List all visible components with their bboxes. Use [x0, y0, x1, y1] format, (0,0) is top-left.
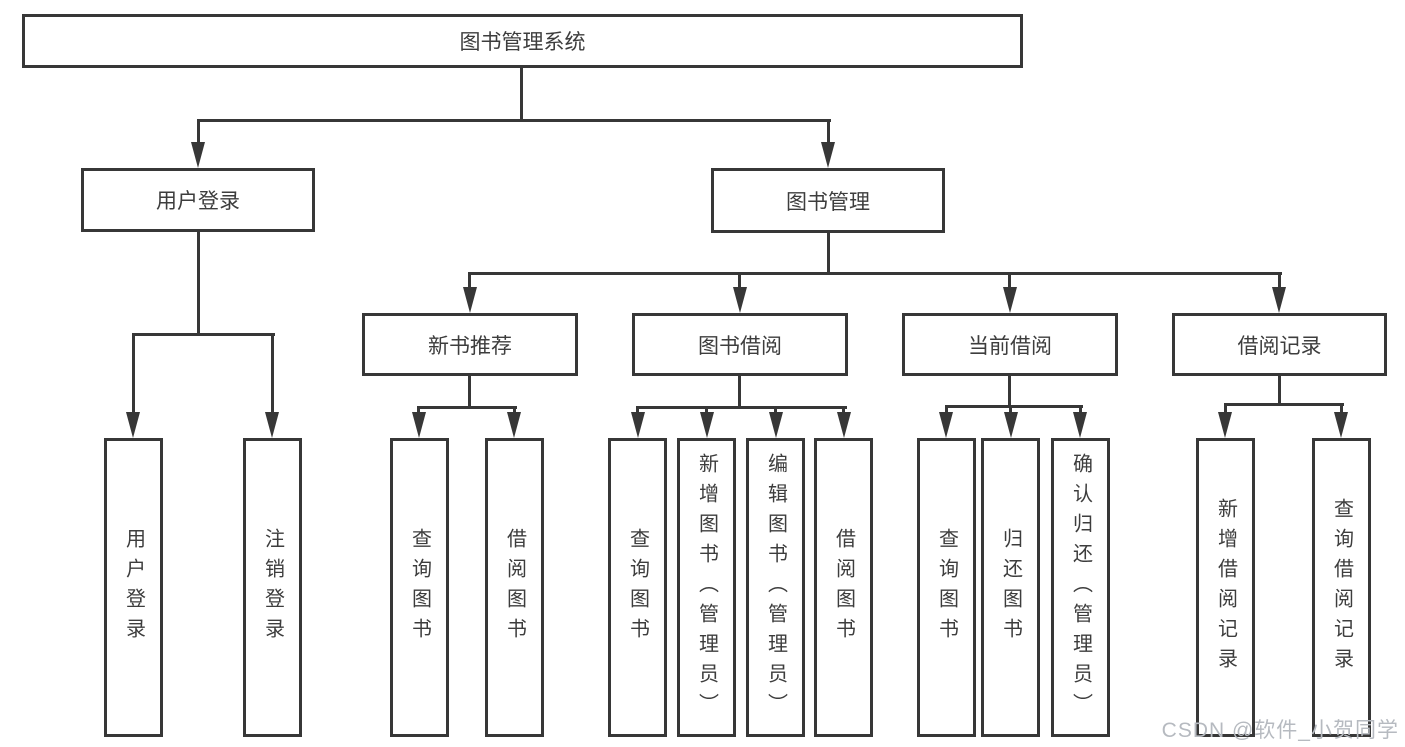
- node-new-book-recommend: 新书推荐: [362, 313, 578, 376]
- node-label: 图书管理系统: [459, 31, 586, 54]
- arrowhead-down-icon: [939, 412, 953, 438]
- arrowhead-down-icon: [1334, 412, 1348, 438]
- connector-stem-book-borrowing: [738, 376, 741, 409]
- connector-bar-book-borrowing: [636, 406, 847, 409]
- watermark-text: CSDN @软件_小贺同学: [1161, 719, 1399, 742]
- connector-drop: [132, 333, 135, 414]
- connector-drop: [1079, 405, 1082, 415]
- node-label: 查询图书: [408, 527, 431, 648]
- node-label: 归还图书: [999, 527, 1022, 648]
- arrowhead-down-icon: [412, 412, 426, 438]
- node-label: 新书推荐: [428, 334, 512, 358]
- connector-stem-current-borrowing: [1008, 376, 1011, 408]
- connector-bar-user-login: [132, 333, 275, 336]
- node-label: 新增借阅记录: [1214, 497, 1237, 678]
- node-leaf-add-borrow-record: 新增借阅记录: [1196, 438, 1255, 737]
- node-system-root: 图书管理系统: [22, 14, 1023, 68]
- connector-drop: [636, 406, 639, 415]
- node-label: 借阅图书: [503, 527, 526, 648]
- node-leaf-query-borrow-record: 查询借阅记录: [1312, 438, 1371, 737]
- arrowhead-down-icon: [700, 412, 714, 438]
- node-leaf-return-books: 归还图书: [981, 438, 1040, 737]
- arrowhead-down-icon: [769, 412, 783, 438]
- node-label: 查询借阅记录: [1330, 497, 1353, 678]
- node-label: 当前借阅: [968, 334, 1052, 358]
- connector-stem-borrowing-records: [1278, 376, 1281, 406]
- connector-bar-root: [197, 119, 831, 122]
- connector-drop: [468, 272, 471, 289]
- arrowhead-down-icon: [1003, 287, 1017, 313]
- connector-drop: [842, 406, 845, 415]
- arrowhead-down-icon: [191, 142, 205, 168]
- node-leaf-borrow-books-2: 借阅图书: [814, 438, 873, 737]
- connector-drop: [1278, 272, 1281, 289]
- node-label: 借阅图书: [832, 527, 855, 648]
- connector-stem-user-login: [197, 232, 200, 336]
- node-label: 查询图书: [626, 527, 649, 648]
- connector-stem-root: [520, 68, 523, 122]
- connector-drop: [1340, 403, 1343, 415]
- arrowhead-down-icon: [837, 412, 851, 438]
- connector-drop: [271, 333, 274, 414]
- node-label: 图书管理: [786, 190, 870, 214]
- node-label: 图书借阅: [698, 334, 782, 358]
- arrowhead-down-icon: [463, 287, 477, 313]
- connector-drop: [945, 405, 948, 415]
- node-leaf-add-books-admin: 新增图书（管理员）: [677, 438, 736, 737]
- connector-drop: [705, 406, 708, 415]
- arrowhead-down-icon: [1004, 412, 1018, 438]
- node-label: 确认归还（管理员）: [1069, 452, 1092, 723]
- arrowhead-down-icon: [733, 287, 747, 313]
- node-label: 用户登录: [122, 527, 145, 648]
- node-label: 编辑图书（管理员）: [764, 452, 787, 723]
- node-book-management: 图书管理: [711, 168, 945, 233]
- node-leaf-query-books-1: 查询图书: [390, 438, 449, 737]
- node-book-borrowing: 图书借阅: [632, 313, 848, 376]
- arrowhead-down-icon: [126, 412, 140, 438]
- connector-drop: [417, 406, 420, 415]
- arrowhead-down-icon: [1218, 412, 1232, 438]
- connector-bar-new-book: [417, 406, 517, 409]
- arrowhead-down-icon: [1073, 412, 1087, 438]
- connector-drop: [513, 406, 516, 415]
- arrowhead-down-icon: [265, 412, 279, 438]
- connector-drop: [827, 119, 830, 144]
- arrowhead-down-icon: [821, 142, 835, 168]
- node-leaf-confirm-return-admin: 确认归还（管理员）: [1051, 438, 1110, 737]
- node-borrowing-records: 借阅记录: [1172, 313, 1387, 376]
- connector-bar-book-management: [468, 272, 1282, 275]
- node-leaf-borrow-books-1: 借阅图书: [485, 438, 544, 737]
- connector-drop: [738, 272, 741, 289]
- node-user-login: 用户登录: [81, 168, 315, 232]
- node-label: 查询图书: [935, 527, 958, 648]
- node-label: 借阅记录: [1237, 334, 1322, 358]
- arrowhead-down-icon: [507, 412, 521, 438]
- connector-drop: [774, 406, 777, 415]
- connector-bar-current-borrowing: [945, 405, 1083, 408]
- node-leaf-logout: 注销登录: [243, 438, 302, 737]
- node-leaf-query-books-2: 查询图书: [608, 438, 667, 737]
- arrowhead-down-icon: [1272, 287, 1286, 313]
- node-leaf-edit-books-admin: 编辑图书（管理员）: [746, 438, 805, 737]
- connector-drop: [1008, 272, 1011, 289]
- node-label: 用户登录: [156, 190, 240, 213]
- connector-drop: [1224, 403, 1227, 415]
- node-label: 注销登录: [261, 527, 284, 648]
- connector-drop: [1009, 405, 1012, 415]
- connector-bar-borrowing-records: [1224, 403, 1344, 406]
- arrowhead-down-icon: [631, 412, 645, 438]
- connector-drop: [197, 119, 200, 144]
- connector-stem-new-book: [468, 376, 471, 409]
- node-label: 新增图书（管理员）: [695, 452, 718, 723]
- connector-stem-book-management: [827, 233, 830, 275]
- node-current-borrowing: 当前借阅: [902, 313, 1118, 376]
- node-leaf-user-login: 用户登录: [104, 438, 163, 737]
- node-leaf-query-books-3: 查询图书: [917, 438, 976, 737]
